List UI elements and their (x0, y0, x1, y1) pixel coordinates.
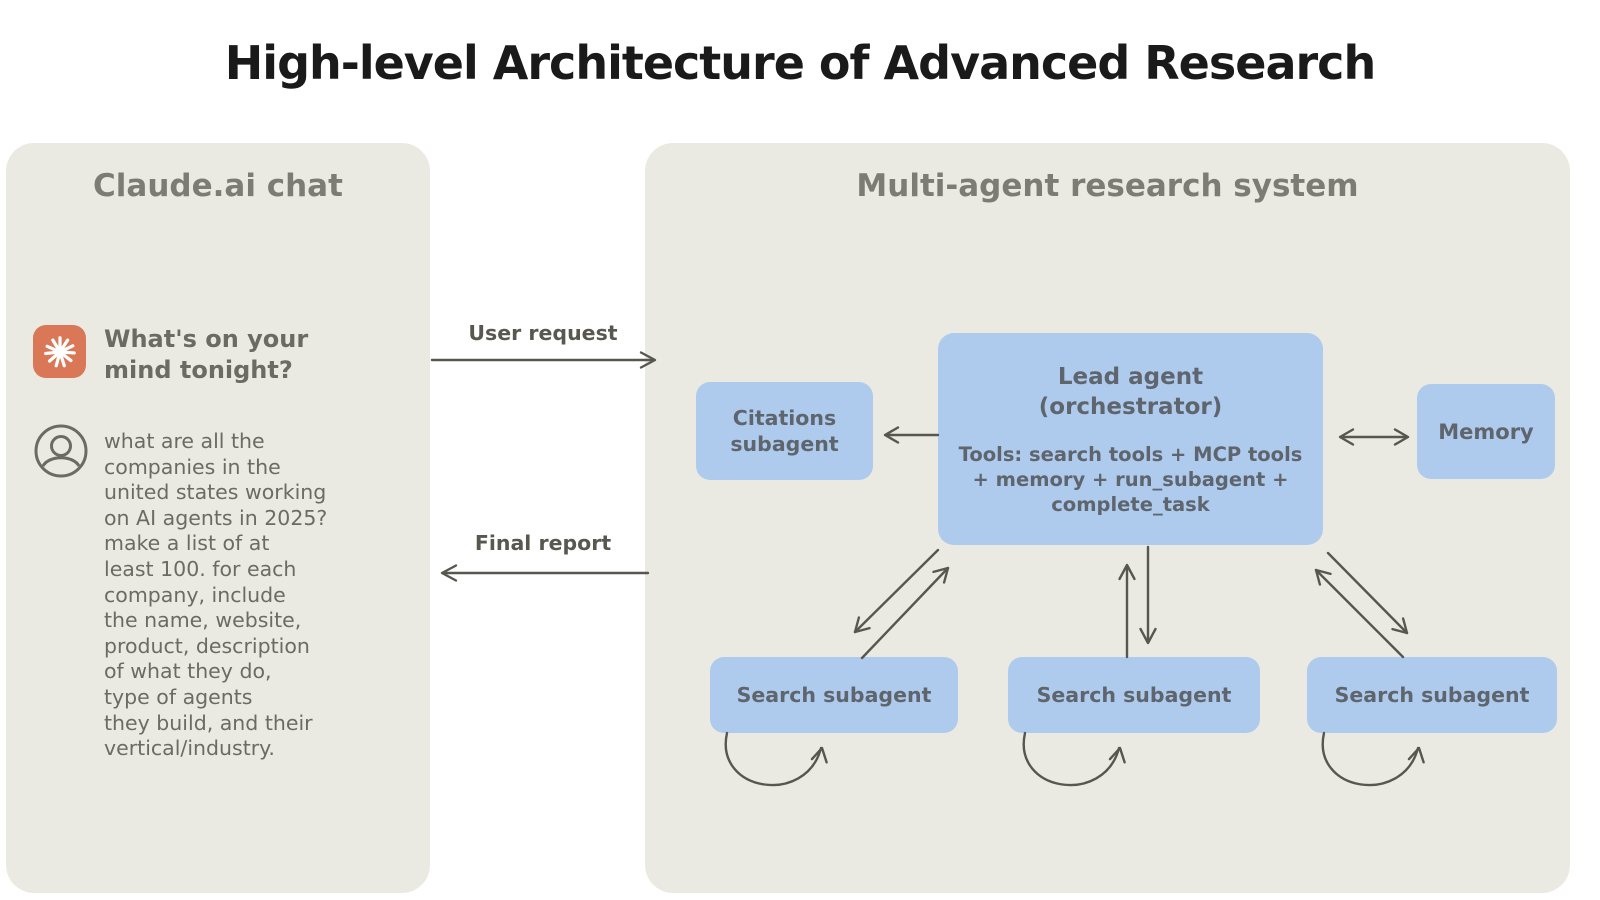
lead-agent-title: Lead agent (orchestrator) (1038, 363, 1223, 420)
search-subagent-box-1: Search subagent (710, 657, 958, 733)
search-subagent-label-3: Search subagent (1334, 683, 1530, 707)
citations-subagent-label: Citations subagent (730, 406, 839, 456)
search-subagent-label-2: Search subagent (1036, 683, 1232, 707)
search-subagent-box-2: Search subagent (1008, 657, 1260, 733)
lead-agent-box: Lead agent (orchestrator) Tools: search … (938, 333, 1323, 545)
lead-agent-tools: Tools: search tools + MCP tools + memory… (958, 442, 1303, 516)
claude-chat-heading: Claude.ai chat (93, 168, 343, 204)
user-avatar-icon (33, 423, 89, 479)
multi-agent-heading: Multi-agent research system (856, 168, 1359, 204)
claude-spark-icon (33, 325, 86, 378)
search-subagent-box-3: Search subagent (1307, 657, 1557, 733)
final-report-arrow (440, 564, 650, 582)
user-query-text: what are all the companies in the united… (104, 429, 328, 761)
memory-label: Memory (1438, 419, 1534, 444)
search-subagent-label-1: Search subagent (736, 683, 932, 707)
final-report-label: Final report (474, 531, 612, 555)
claude-chat-panel (6, 143, 430, 893)
claude-prompt-greeting: What's on your mind tonight? (104, 325, 309, 384)
page-title: High-level Architecture of Advanced Rese… (224, 36, 1376, 90)
citations-subagent-box: Citations subagent (696, 382, 873, 480)
user-request-label: User request (468, 321, 618, 345)
memory-box: Memory (1417, 384, 1555, 479)
user-request-arrow (430, 351, 657, 369)
